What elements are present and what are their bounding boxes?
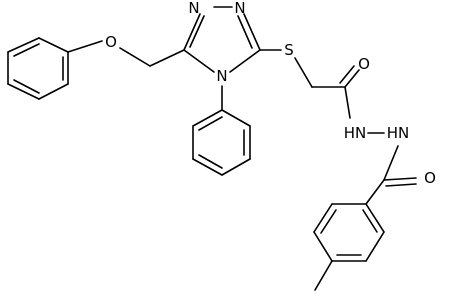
bond	[294, 57, 313, 88]
bond	[38, 37, 69, 53]
bond-lines	[7, 6, 417, 291]
atom-labels: N N N O S O HN HN O	[105, 0, 436, 187]
bond	[67, 40, 103, 53]
bond	[313, 203, 333, 233]
bond	[313, 231, 333, 262]
bond	[183, 49, 215, 73]
bond	[198, 116, 223, 131]
bond	[365, 231, 385, 262]
bond	[339, 65, 355, 84]
bond	[314, 260, 333, 291]
bond	[365, 179, 385, 205]
bond	[365, 203, 385, 233]
bond	[7, 37, 40, 53]
bond	[7, 83, 40, 100]
atom-label-n: N	[216, 67, 227, 85]
bond	[362, 209, 378, 233]
bond	[192, 158, 223, 176]
bond	[344, 69, 360, 88]
bond	[221, 109, 251, 127]
atom-label-s: S	[284, 41, 294, 59]
atom-label-n: N	[188, 0, 199, 17]
bond	[192, 109, 223, 127]
bond	[383, 177, 417, 181]
bond	[243, 13, 261, 51]
atom-label-hn: HN	[344, 124, 367, 142]
bond	[198, 154, 223, 169]
bond	[237, 15, 253, 49]
bond	[38, 83, 69, 100]
bond	[13, 79, 40, 94]
bond	[385, 183, 417, 187]
bond	[119, 47, 151, 67]
bond	[229, 49, 261, 73]
bond	[320, 209, 337, 234]
bond	[383, 145, 399, 181]
bond	[221, 158, 251, 176]
atom-label-o: O	[358, 55, 370, 73]
atom-label-hn: HN	[387, 124, 410, 142]
bond	[344, 86, 351, 119]
bond	[13, 43, 40, 57]
atom-label-o: O	[424, 169, 436, 187]
bond	[149, 49, 185, 67]
bond	[189, 15, 205, 48]
bond	[183, 13, 201, 51]
atom-label-n: N	[234, 0, 245, 17]
atom-label-o: O	[105, 33, 117, 51]
